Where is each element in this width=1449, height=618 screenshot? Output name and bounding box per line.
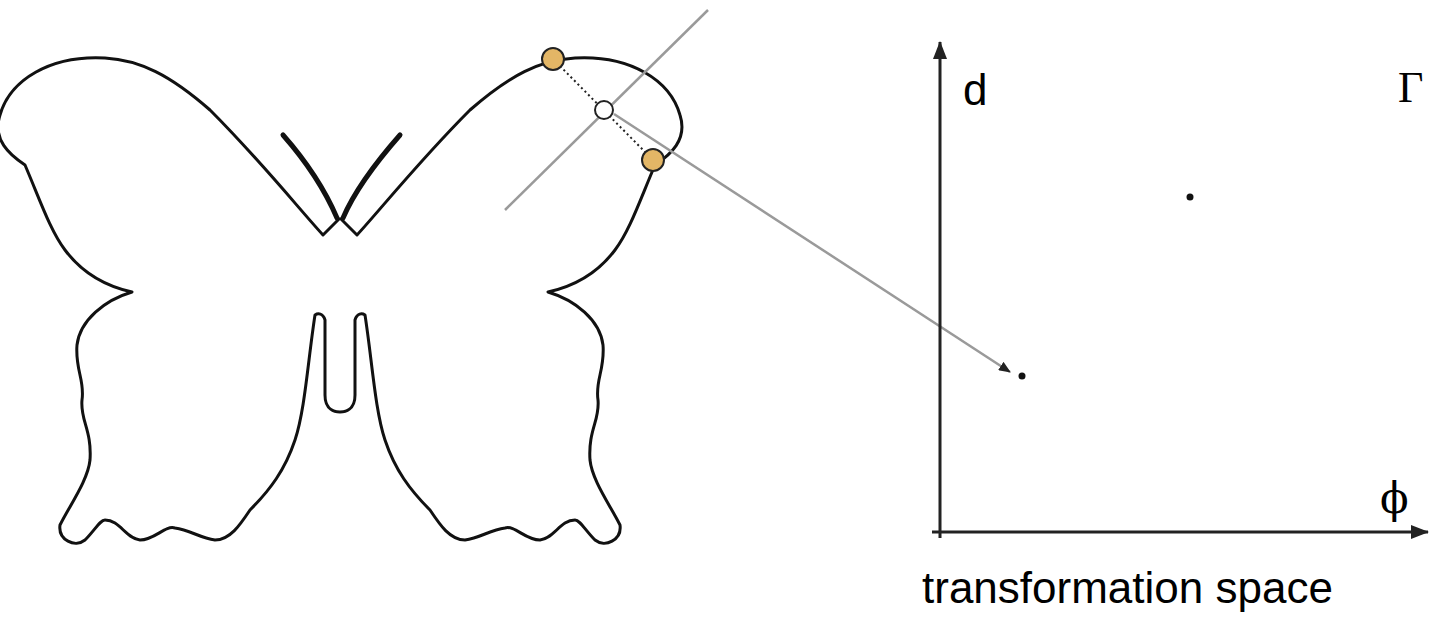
caption-label: transformation space <box>922 566 1333 610</box>
vote-point <box>1019 373 1026 380</box>
dotted-chord <box>553 59 653 160</box>
axis-label: d <box>963 68 987 112</box>
mapping-arrow <box>614 114 1010 372</box>
axis-label: ϕ <box>1380 478 1409 520</box>
x-axis <box>932 531 1428 534</box>
sample-point <box>642 149 664 171</box>
butterfly-outline <box>0 58 682 543</box>
antennae <box>283 135 400 218</box>
vote-point <box>1187 194 1194 201</box>
bisector-line <box>505 10 708 210</box>
midpoint <box>595 101 613 119</box>
sample-point <box>542 48 564 70</box>
space-symbol: Γ <box>1398 66 1423 110</box>
y-axis <box>939 42 942 538</box>
